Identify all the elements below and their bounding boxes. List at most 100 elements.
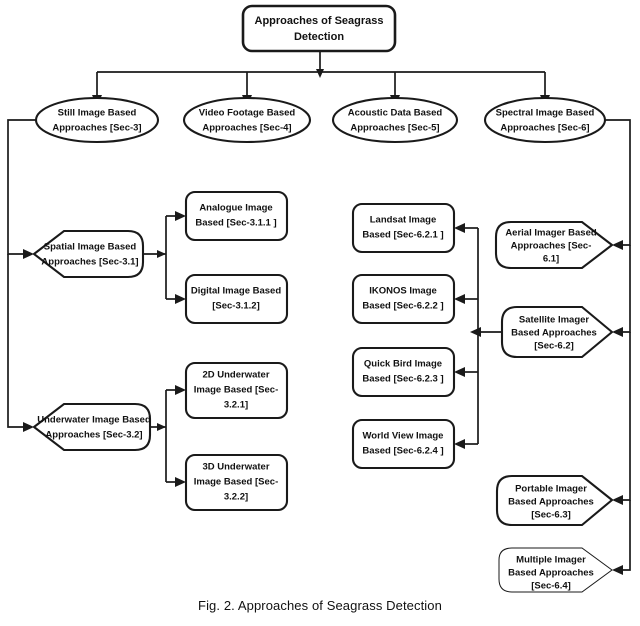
node-aerial-imager[interactable]: Aerial Imager Based Approaches [Sec- 6.1… [494, 220, 614, 270]
arrowhead-underwater-bus [157, 423, 166, 431]
spectral-image-shape [483, 96, 607, 144]
3d-underwater-shape [184, 453, 289, 512]
aerial-imager-label-line3: 6.1] [543, 254, 559, 265]
2d-underwater-label-line2: Image Based [Sec- [194, 385, 278, 396]
digital-image-label-line1: Digital Image Based [191, 286, 281, 297]
analogue-image-label-line1: Analogue Image [199, 203, 272, 214]
3d-underwater-label-line3: 3.2.2] [224, 492, 248, 503]
digital-image-shape [184, 273, 289, 325]
node-landsat-image[interactable]: Landsat Image Based [Sec-6.2.1 ] [351, 202, 456, 254]
ikonos-image-label-line2: Based [Sec-6.2.2 ] [362, 301, 443, 312]
arrowhead-ikonos [454, 294, 465, 304]
root-shape [241, 4, 397, 53]
node-spectral-image[interactable]: Spectral Image Based Approaches [Sec-6] [483, 96, 607, 144]
node-root[interactable]: Approaches of Seagrass Detection [241, 4, 397, 53]
video-footage-label-line1: Video Footage Based [199, 108, 296, 119]
node-3d-underwater[interactable]: 3D Underwater Image Based [Sec- 3.2.2] [184, 453, 289, 512]
worldview-image-label-line2: Based [Sec-6.2.4 ] [362, 446, 443, 457]
aerial-imager-shape [494, 220, 614, 270]
node-video-footage[interactable]: Video Footage Based Approaches [Sec-4] [182, 96, 312, 144]
arrowhead-3d [175, 477, 186, 487]
video-footage-label-line2: Approaches [Sec-4] [202, 123, 291, 134]
node-2d-underwater[interactable]: 2D Underwater Image Based [Sec- 3.2.1] [184, 361, 289, 420]
aerial-imager-label-line2: Approaches [Sec- [511, 241, 592, 252]
landsat-image-label-line1: Landsat Image [370, 215, 437, 226]
video-footage-shape [182, 96, 312, 144]
edge-still-to-underwater [7, 254, 26, 428]
portable-imager-shape [495, 474, 614, 527]
edge-spectral-to-multiple [620, 500, 631, 571]
multiple-imager-shape [498, 547, 613, 593]
underwater-image-shape [32, 402, 152, 452]
spectral-image-label-line2: Approaches [Sec-6] [500, 123, 589, 134]
digital-image-label-line2: [Sec-3.1.2] [212, 301, 260, 312]
node-ikonos-image[interactable]: IKONOS Image Based [Sec-6.2.2 ] [351, 273, 456, 325]
arrowhead-landsat [454, 223, 465, 233]
arrowhead-aerial [612, 240, 623, 250]
arrowhead-digital [175, 294, 186, 304]
arrowhead-satellite-bus [470, 327, 481, 337]
arrowhead-quickbird [454, 367, 465, 377]
node-still-image[interactable]: Still Image Based Approaches [Sec-3] [34, 96, 160, 144]
arrowhead-spatial-bus [157, 250, 166, 258]
acoustic-data-label-line1: Acoustic Data Based [348, 108, 443, 119]
worldview-image-label-line1: World View Image [363, 431, 444, 442]
node-portable-imager[interactable]: Portable Imager Based Approaches [Sec-6.… [495, 474, 614, 527]
node-digital-image[interactable]: Digital Image Based [Sec-3.1.2] [184, 273, 289, 325]
spatial-image-shape [32, 229, 145, 279]
quickbird-image-shape [351, 346, 456, 398]
ikonos-image-shape [351, 273, 456, 325]
spectral-image-label-line1: Spectral Image Based [496, 108, 595, 119]
node-acoustic-data[interactable]: Acoustic Data Based Approaches [Sec-5] [331, 96, 459, 144]
satellite-imager-shape [500, 305, 614, 359]
node-quickbird-image[interactable]: Quick Bird Image Based [Sec-6.2.3 ] [351, 346, 456, 398]
satellite-imager-label-line1: Satellite Imager [519, 315, 590, 326]
landsat-image-shape [351, 202, 456, 254]
3d-underwater-label-line1: 3D Underwater [202, 462, 269, 473]
multiple-imager-label-line2: Based Approaches [508, 568, 594, 579]
portable-imager-label-line1: Portable Imager [515, 484, 587, 495]
edge-spectral-to-satellite [620, 245, 631, 333]
spatial-image-label-line2: Approaches [Sec-3.1] [41, 257, 138, 268]
connector-layer [7, 51, 631, 575]
acoustic-data-shape [331, 96, 459, 144]
arrowhead-root-bus [316, 69, 324, 78]
landsat-image-label-line2: Based [Sec-6.2.1 ] [362, 230, 443, 241]
node-analogue-image[interactable]: Analogue Image Based [Sec-3.1.1 ] [184, 190, 289, 242]
spatial-image-label-line1: Spatial Image Based [44, 242, 137, 253]
figure-caption: Fig. 2. Approaches of Seagrass Detection [198, 598, 442, 613]
node-underwater-image[interactable]: Underwater Image Based Approaches [Sec-3… [32, 402, 152, 452]
arrowhead-satellite [612, 327, 623, 337]
worldview-image-shape [351, 418, 456, 470]
aerial-imager-label-line1: Aerial Imager Based [505, 228, 597, 239]
analogue-image-shape [184, 190, 289, 242]
node-spatial-image[interactable]: Spatial Image Based Approaches [Sec-3.1] [32, 229, 145, 279]
edge-spectral-to-portable [620, 332, 631, 501]
edge-still-to-spatial [7, 119, 36, 255]
portable-imager-label-line2: Based Approaches [508, 497, 594, 508]
arrowhead-portable [612, 495, 623, 505]
still-image-shape [34, 96, 160, 144]
multiple-imager-label-line1: Multiple Imager [516, 555, 586, 566]
still-image-label-line1: Still Image Based [58, 108, 137, 119]
node-worldview-image[interactable]: World View Image Based [Sec-6.2.4 ] [351, 418, 456, 470]
arrowhead-multiple [612, 565, 623, 575]
node-satellite-imager[interactable]: Satellite Imager Based Approaches [Sec-6… [500, 305, 614, 359]
3d-underwater-label-line2: Image Based [Sec- [194, 477, 278, 488]
quickbird-image-label-line2: Based [Sec-6.2.3 ] [362, 374, 443, 385]
root-label-line1: Approaches of Seagrass [255, 15, 384, 27]
still-image-label-line2: Approaches [Sec-3] [52, 123, 141, 134]
underwater-image-label-line1: Underwater Image Based [37, 415, 151, 426]
arrowhead-worldview [454, 439, 465, 449]
acoustic-data-label-line2: Approaches [Sec-5] [350, 123, 439, 134]
ikonos-image-label-line1: IKONOS Image [369, 286, 437, 297]
node-multiple-imager[interactable]: Multiple Imager Based Approaches [Sec-6.… [498, 547, 613, 593]
underwater-image-label-line2: Approaches [Sec-3.2] [45, 430, 142, 441]
2d-underwater-shape [184, 361, 289, 420]
2d-underwater-label-line1: 2D Underwater [202, 370, 269, 381]
arrowhead-2d [175, 385, 186, 395]
portable-imager-label-line3: [Sec-6.3] [531, 510, 571, 521]
arrowhead-underwater [23, 422, 34, 432]
